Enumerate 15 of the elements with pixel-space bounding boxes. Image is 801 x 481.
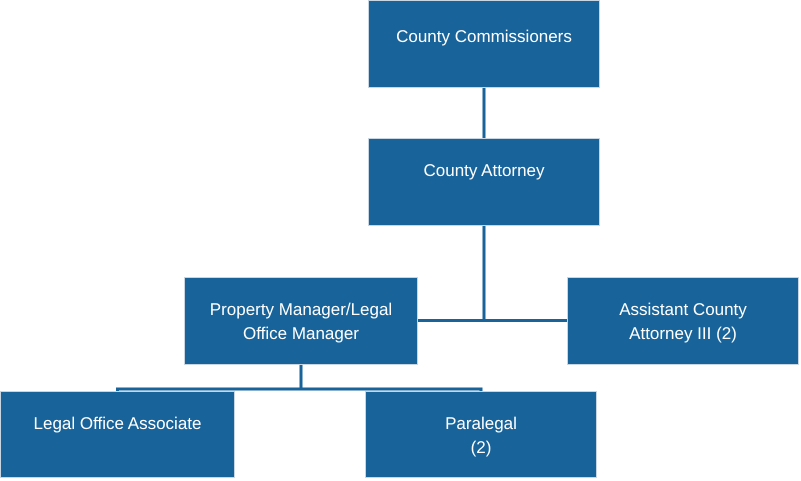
position-title: Legal Office Associate [34,413,202,435]
position-title: Paralegal [445,413,517,435]
connector-line [482,88,486,138]
position-box [567,277,799,365]
position-title: Assistant County Attorney III (2) [618,299,748,345]
position-box [368,138,600,226]
position-title: County Attorney [424,160,544,182]
position-box [365,391,597,478]
position-box [0,391,235,478]
connector-line [482,226,567,322]
position-box [184,277,418,365]
position-title: (2) [470,437,492,459]
position-title: Property Manager/Legal Office Manager [209,299,393,345]
position-box [368,0,600,88]
position-title: County Commissioners [396,26,572,48]
